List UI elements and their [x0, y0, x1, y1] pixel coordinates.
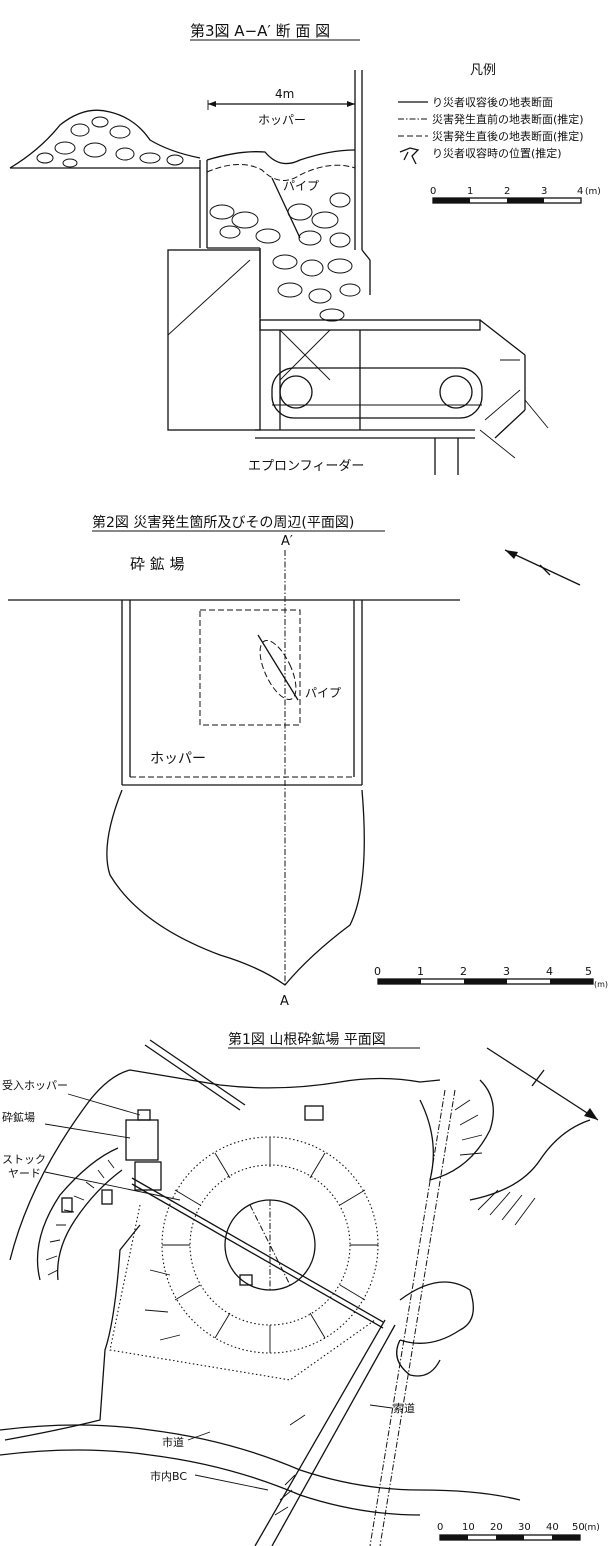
label-stockyard-1: ストック	[2, 1153, 46, 1166]
label-city-road: 市道	[162, 1435, 184, 1449]
legend: 凡例 り災者収容後の地表断面 災害発生直前の地表断面(推定) 災害発生直後の地表…	[398, 63, 584, 165]
svg-text:(m): (m)	[584, 1523, 600, 1533]
figure-3-section: 第3図 A−A′ 断 面 図 4m ホッパー	[0, 0, 612, 490]
accident-area	[259, 639, 297, 701]
svg-text:5: 5	[585, 965, 592, 978]
ropeway	[379, 1089, 456, 1546]
secondary-road	[254, 1319, 386, 1546]
crusher-building	[125, 1119, 159, 1161]
fig2-title: 第2図 災害発生箇所及びその周辺(平面図)	[92, 514, 354, 531]
figure-2-plan: 第2図 災害発生箇所及びその周辺(平面図) 砕 鉱 場 ホッパー パイプ A′ …	[0, 505, 612, 1020]
legend-item-figure: り災者収容時の位置(推定)	[432, 146, 562, 160]
dimension-label: 4m	[275, 87, 294, 101]
city-road	[0, 1424, 521, 1516]
svg-text:50: 50	[572, 1522, 585, 1533]
north-arrow-icon	[504, 549, 581, 586]
fig2-pipe	[257, 634, 299, 701]
fig3-hopper-label: ホッパー	[258, 113, 306, 127]
rocks-in-hopper	[209, 192, 361, 322]
label-stockyard-2: ヤード	[8, 1167, 41, 1180]
fig2-crusher-label: 砕 鉱 場	[130, 555, 185, 573]
svg-text:0: 0	[437, 1522, 443, 1533]
svg-text:3: 3	[503, 965, 510, 978]
fig1-scale-bar: 0 10 20 30 40 50 (m)	[437, 1522, 600, 1541]
svg-text:1: 1	[467, 186, 473, 197]
section-bottom-label: A	[280, 994, 289, 1009]
hopper-structure	[167, 70, 371, 431]
fig3-scale-bar: 0 1 2 3 4 (m)	[430, 186, 601, 204]
surface-after-accident	[206, 164, 356, 181]
fig1-title: 第1図 山根砕鉱場 平面図	[228, 1031, 386, 1048]
svg-text:4: 4	[577, 186, 583, 197]
svg-text:40: 40	[546, 1522, 559, 1533]
conveyor	[131, 1177, 384, 1323]
svg-text:20: 20	[490, 1522, 503, 1533]
fig3-feeder-label: エプロンフィーダー	[248, 459, 364, 474]
legend-title: 凡例	[470, 63, 496, 78]
apron-feeder	[255, 319, 549, 475]
label-receiving-hopper: 受入ホッパー	[2, 1079, 68, 1092]
site-boundary	[9, 1069, 441, 1261]
label-ropeway: 索道	[393, 1401, 415, 1415]
fig1-north-arrow-icon	[486, 1047, 599, 1121]
fig3-pipe-label: パイプ	[283, 179, 319, 193]
fig2-pipe-label: パイプ	[305, 686, 341, 700]
fig2-hopper-label: ホッパー	[150, 751, 206, 767]
svg-text:0: 0	[374, 965, 381, 978]
svg-text:(m): (m)	[585, 187, 601, 197]
svg-text:4: 4	[546, 965, 553, 978]
access-road-upper	[144, 1044, 241, 1111]
svg-text:2: 2	[504, 186, 510, 197]
right-hillside	[396, 1079, 591, 1377]
label-city-bc: 市内BC	[150, 1469, 187, 1483]
stockyard	[109, 1136, 379, 1381]
section-top-label: A′	[281, 534, 293, 549]
surface-after-recovery	[206, 149, 356, 165]
svg-text:30: 30	[518, 1522, 531, 1533]
fig2-hopper	[121, 600, 363, 786]
svg-text:3: 3	[541, 186, 547, 197]
figure-1-site-plan: 第1図 山根砕鉱場 平面図	[0, 1020, 612, 1546]
svg-text:1: 1	[417, 965, 424, 978]
svg-text:0: 0	[430, 186, 436, 197]
fig3-title: 第3図 A−A′ 断 面 図	[190, 22, 330, 40]
pipe	[271, 177, 301, 239]
legend-item-dash: 災害発生直後の地表断面(推定)	[432, 129, 584, 143]
label-crusher: 砕鉱場	[2, 1110, 35, 1124]
legend-item-solid: り災者収容後の地表断面	[432, 95, 553, 109]
rock-pile-left	[9, 109, 201, 169]
fig2-scale-bar: 0 1 2 3 4 5 (m)	[374, 965, 608, 989]
svg-text:10: 10	[462, 1522, 475, 1533]
legend-item-dashdot: 災害発生直前の地表断面(推定)	[432, 112, 584, 126]
svg-text:(m): (m)	[594, 980, 608, 989]
person-figure-icon	[399, 147, 420, 165]
lower-chute	[106, 789, 365, 986]
svg-text:2: 2	[460, 965, 467, 978]
left-slope	[36, 1147, 123, 1281]
